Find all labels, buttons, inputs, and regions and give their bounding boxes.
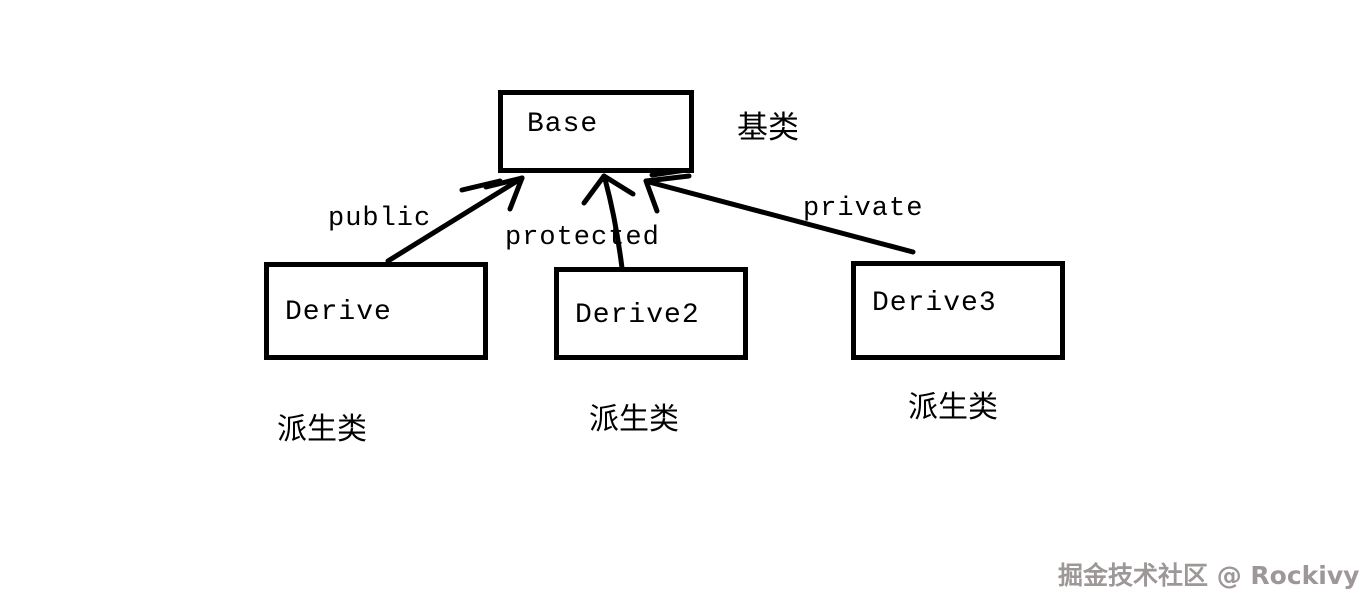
- derive3-annotation: 派生类: [908, 390, 998, 425]
- derive-class-box: Derive: [264, 262, 488, 360]
- base-class-annotation: 基类: [737, 110, 799, 146]
- public-inheritance-arrow: [385, 175, 525, 264]
- derive-class-name: Derive: [285, 297, 392, 328]
- base-class-box: Base: [498, 90, 694, 173]
- derive2-annotation: 派生类: [589, 402, 679, 437]
- watermark: 掘金技术社区 @ Rockivy: [1058, 561, 1360, 590]
- derive-annotation: 派生类: [277, 412, 367, 447]
- derive2-class-box: Derive2: [554, 267, 748, 360]
- base-class-name: Base: [527, 109, 599, 140]
- protected-edge-label: protected: [505, 223, 660, 253]
- derive3-class-box: Derive3: [851, 261, 1065, 360]
- derive2-class-name: Derive2: [575, 300, 700, 331]
- private-edge-label: private: [803, 194, 924, 224]
- public-edge-label: public: [328, 204, 432, 234]
- protected-inheritance-arrow: [581, 173, 636, 271]
- derive3-class-name: Derive3: [872, 288, 997, 319]
